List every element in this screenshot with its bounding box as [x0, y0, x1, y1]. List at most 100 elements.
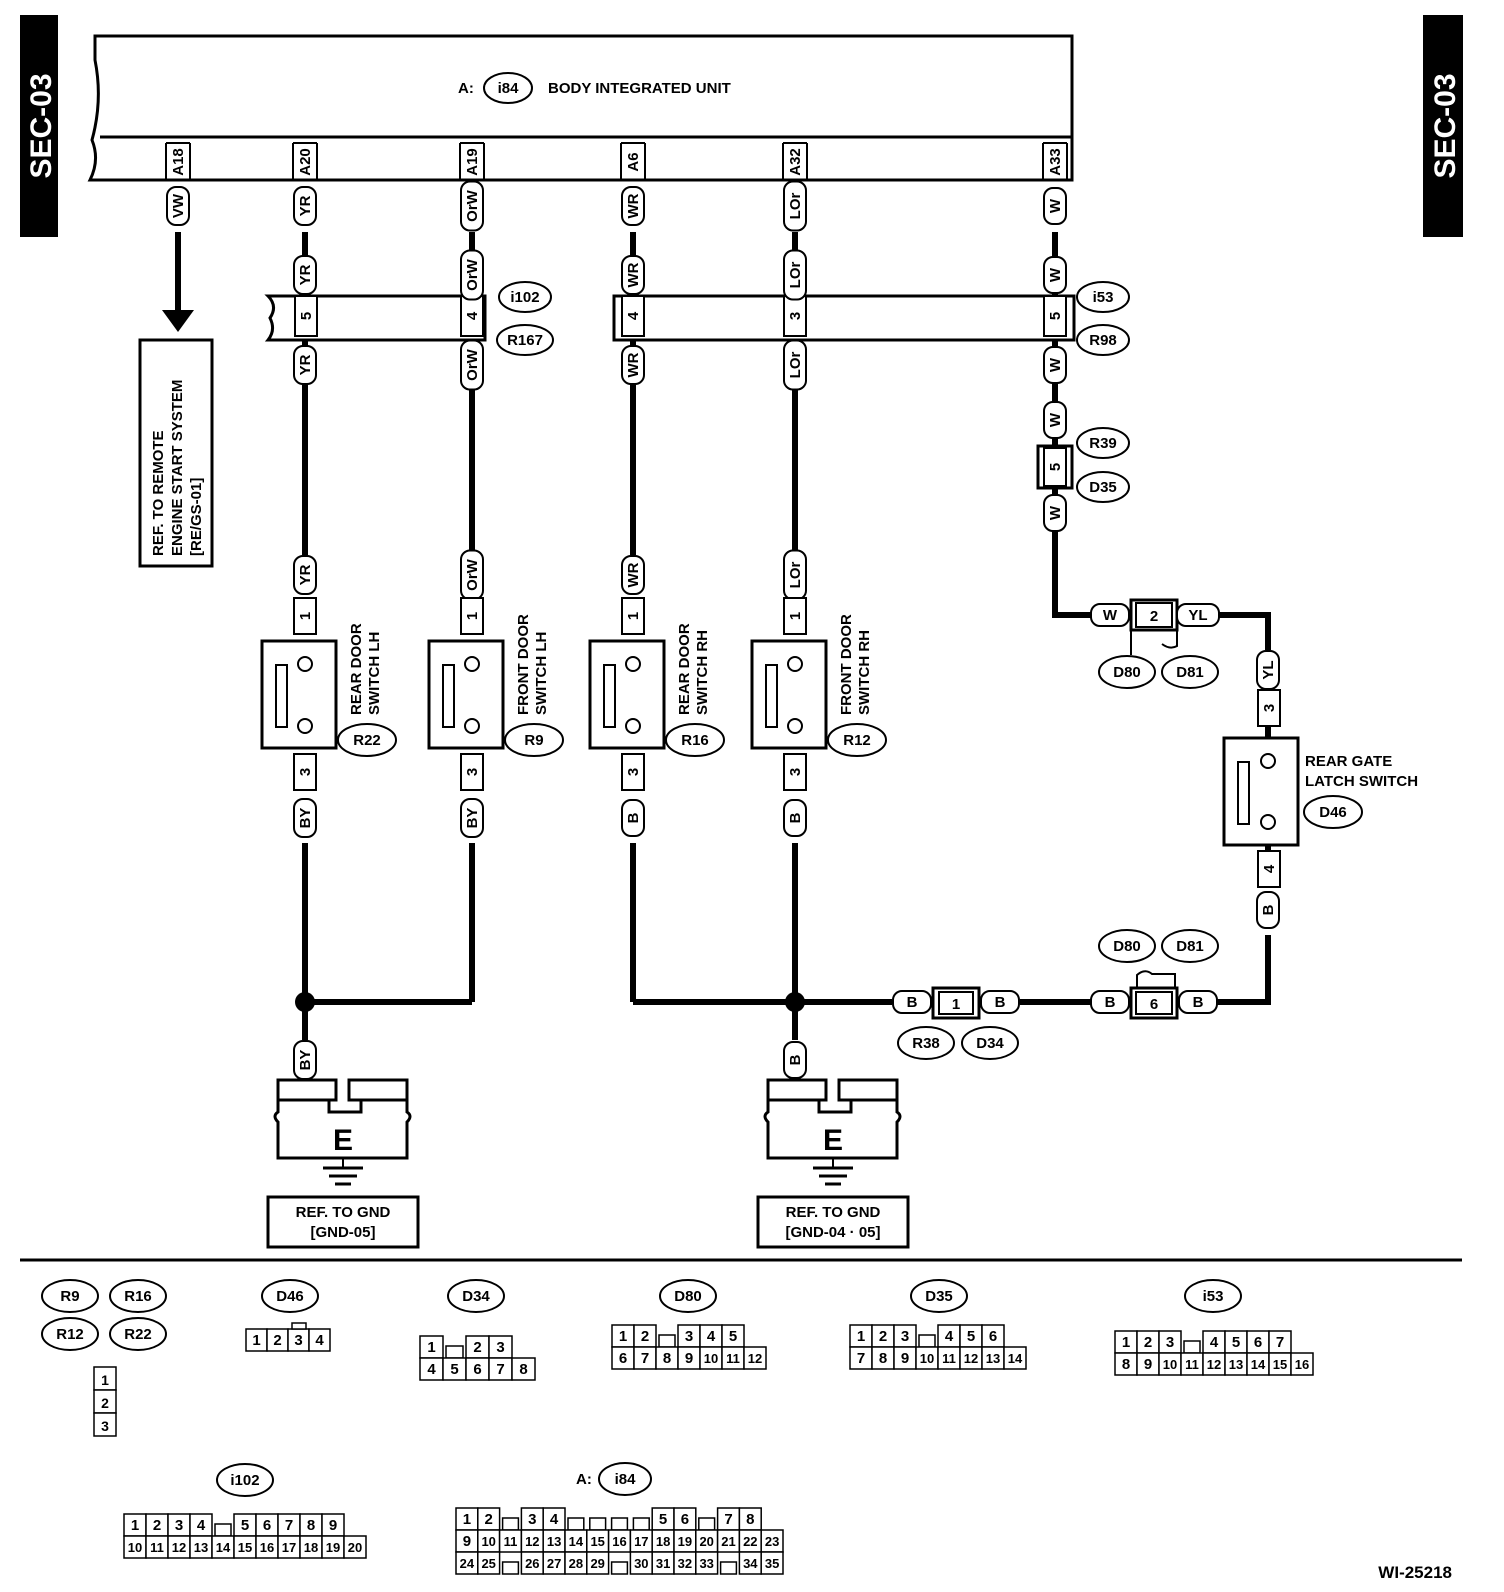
pin-number: 7 — [496, 1361, 504, 1378]
switch-wire-top: OrW — [464, 558, 481, 591]
wire-label-above-junction-shape — [293, 255, 317, 295]
unit-pin-a18: A18 — [170, 148, 187, 176]
ground-tab — [347, 1078, 409, 1102]
wire-label-a33-shape — [1043, 187, 1067, 225]
latch-pin-bottom: 4 — [1261, 864, 1278, 873]
legend-id-r22-shape — [109, 1317, 167, 1351]
switch-contact — [625, 656, 641, 672]
wire-label-above-junction: LOr — [787, 262, 804, 289]
pin-number: 8 — [1122, 1356, 1130, 1373]
connector-key — [501, 1517, 520, 1531]
wire-label-d80-in-shape — [1090, 603, 1130, 627]
switch-slot — [442, 664, 455, 728]
switch-contact — [297, 656, 313, 672]
pin-number: 9 — [1144, 1356, 1152, 1373]
pin-number: 4 — [707, 1328, 716, 1345]
switch-slot — [603, 664, 616, 728]
ground-block — [273, 1098, 412, 1160]
switch-pin-box — [460, 753, 484, 791]
switch-id: R22 — [353, 732, 381, 749]
connector-key — [918, 1334, 936, 1348]
latch-pin-top: 3 — [1261, 704, 1278, 712]
junction-left-pin-1: 5 — [298, 312, 315, 320]
wire-label-a6-shape — [621, 186, 645, 226]
switch-id-shape — [827, 723, 887, 757]
pin-number: 5 — [1232, 1334, 1240, 1351]
junction-i53: 4 3 5 i53 R98 — [612, 281, 1130, 356]
pin-number: 5 — [241, 1517, 249, 1534]
connector-key — [719, 1561, 738, 1575]
pin-number: 8 — [663, 1350, 671, 1367]
pin-number: 18 — [304, 1540, 318, 1555]
ground-block — [763, 1098, 902, 1160]
switch-contact — [625, 718, 641, 734]
switch-wire-bottom: B — [625, 812, 642, 823]
connector-d80-bottom: 6 D80 D81 — [1098, 929, 1219, 1020]
pin-number: 5 — [450, 1361, 458, 1378]
wire-label-d80-bottom-out: B — [1193, 994, 1204, 1011]
pin-number: 16 — [1295, 1357, 1309, 1372]
d80-top-pin: 2 — [1150, 608, 1158, 625]
switch-pin-box — [460, 597, 484, 635]
legend-id-d35: D35 — [925, 1288, 953, 1305]
wire-label-d80-bottom-out-shape — [1178, 990, 1218, 1014]
pin-number: 4 — [315, 1332, 324, 1349]
pin-number: 32 — [678, 1556, 692, 1571]
pin-number: 4 — [550, 1511, 559, 1528]
section-tab-left-label: SEC-03 — [25, 73, 58, 178]
pin-number: 9 — [329, 1517, 337, 1534]
switch-pin-top: 1 — [297, 612, 314, 620]
legend-id-i53: i53 — [1203, 1288, 1224, 1305]
wire-label-below-junction: WR — [625, 352, 642, 377]
junction-right-pin-1: 4 — [625, 311, 642, 320]
ground-ref-box — [266, 1195, 420, 1249]
switch-wire-bottom-shape — [460, 798, 484, 838]
switch-wire-bottom: B — [787, 812, 804, 823]
pin-number: 9 — [901, 1350, 909, 1367]
wire-label-a6: WR — [625, 193, 642, 218]
pin-number: 2 — [641, 1328, 649, 1345]
wire-label-a19: OrW — [464, 189, 481, 222]
pin-number: 34 — [743, 1556, 758, 1571]
wire-label-above-r39-shape — [1043, 401, 1067, 439]
d35-id: D35 — [1089, 479, 1117, 496]
wire-label-d80-bottom-in-shape — [1090, 990, 1130, 1014]
pin-number: 6 — [263, 1517, 271, 1534]
unit-pin-a20: A20 — [297, 148, 314, 176]
connector-key — [567, 1517, 585, 1531]
ref-remote-box: REF. TO REMOTE ENGINE START SYSTEM [RE/G… — [138, 338, 214, 568]
pin-number: 11 — [150, 1540, 164, 1555]
d80-bottom-pin: 6 — [1150, 996, 1158, 1013]
ground-letter: E — [823, 1124, 843, 1157]
switch-body — [260, 639, 338, 750]
pin-number: 28 — [569, 1556, 583, 1571]
switch-wire-bottom-shape — [621, 799, 645, 837]
pin-number: 12 — [964, 1351, 978, 1366]
pin-number: 10 — [128, 1540, 142, 1555]
wire-label-r38-in-shape — [892, 990, 932, 1014]
legend-switch-pin: 3 — [101, 1418, 109, 1434]
legend-id-r16: R16 — [124, 1288, 152, 1305]
r38-id: R38 — [912, 1035, 940, 1052]
latch-label-1: REAR GATE — [1305, 753, 1392, 770]
switch-label-line-2: SWITCH RH — [856, 630, 873, 715]
ground-ref-line-1: REF. TO GND — [786, 1204, 881, 1221]
switch-id-shape — [504, 723, 564, 757]
pin-number: 25 — [481, 1556, 495, 1571]
switch-contact — [297, 718, 313, 734]
wire-label-above-junction-shape — [621, 255, 645, 295]
ground-ref-line-2: [GND-04 · 05] — [785, 1224, 880, 1241]
switch-label-line-1: REAR DOOR — [676, 623, 693, 715]
pin-cell — [308, 1328, 331, 1352]
pin-number: 1 — [427, 1339, 435, 1356]
pin-number: 4 — [945, 1328, 954, 1345]
pin-number: 21 — [721, 1534, 735, 1549]
wire-label-above-junction: YR — [297, 264, 314, 285]
pin-number: 12 — [525, 1534, 539, 1549]
wire-label-below-junction-shape — [1043, 346, 1067, 384]
